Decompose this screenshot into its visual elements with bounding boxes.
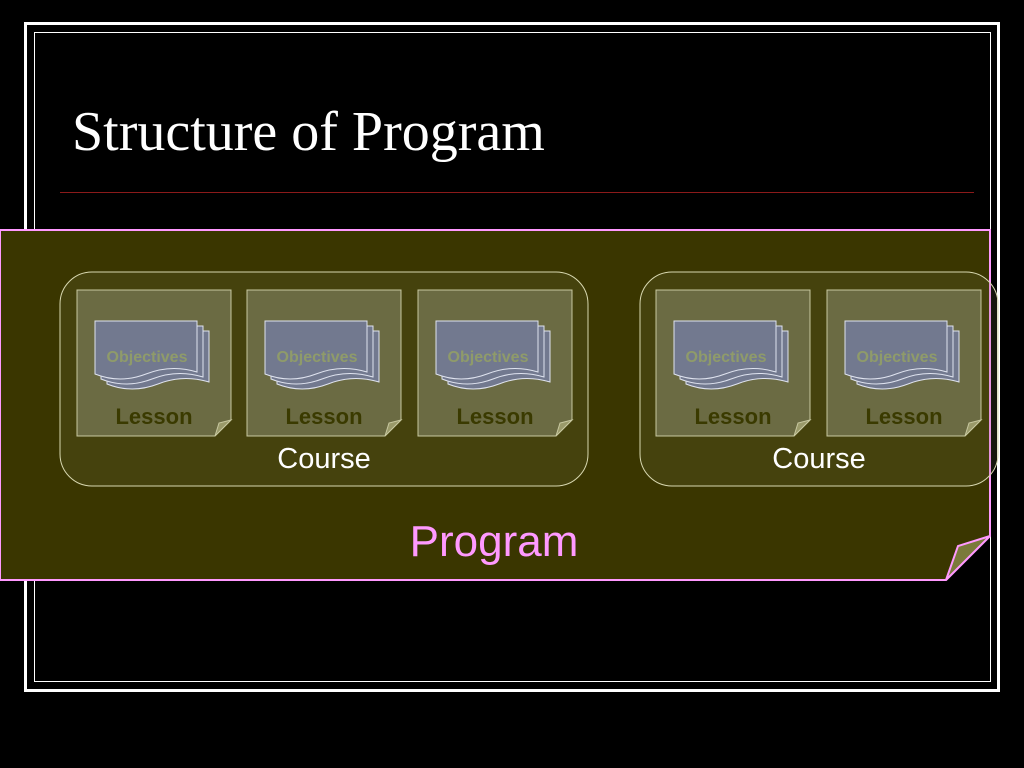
program-box-fold — [945, 535, 991, 581]
program-label: Program — [410, 517, 579, 566]
objectives-label: Objectives — [857, 349, 938, 366]
title-underline — [60, 192, 974, 193]
objectives-sheet-front — [844, 320, 948, 380]
course-label: Course — [772, 443, 866, 475]
objectives-sheet-front — [264, 320, 368, 380]
objectives-sheet-front — [673, 320, 777, 380]
lesson-label: Lesson — [865, 404, 942, 429]
lesson-label: Lesson — [115, 404, 192, 429]
lesson-box-fold — [214, 419, 233, 437]
objectives-label: Objectives — [277, 349, 358, 366]
courses-layer: ObjectivesLessonObjectivesLessonObjectiv… — [59, 271, 999, 487]
objectives-label: Objectives — [107, 349, 188, 366]
objectives-label: Objectives — [448, 349, 529, 366]
course-label: Course — [277, 443, 371, 475]
lesson-label: Lesson — [285, 404, 362, 429]
lesson-box-fold — [793, 419, 812, 437]
lesson-label: Lesson — [456, 404, 533, 429]
slide-title: Structure of Program — [72, 101, 545, 163]
lesson-box-fold — [964, 419, 983, 437]
objectives-sheet-front — [435, 320, 539, 380]
lesson-box-fold — [555, 419, 574, 437]
course-group: ObjectivesLessonObjectivesLessonObjectiv… — [59, 271, 589, 487]
objectives-label: Objectives — [686, 349, 767, 366]
lesson-label: Lesson — [694, 404, 771, 429]
lesson-box-fold — [384, 419, 403, 437]
objectives-sheet-front — [94, 320, 198, 380]
